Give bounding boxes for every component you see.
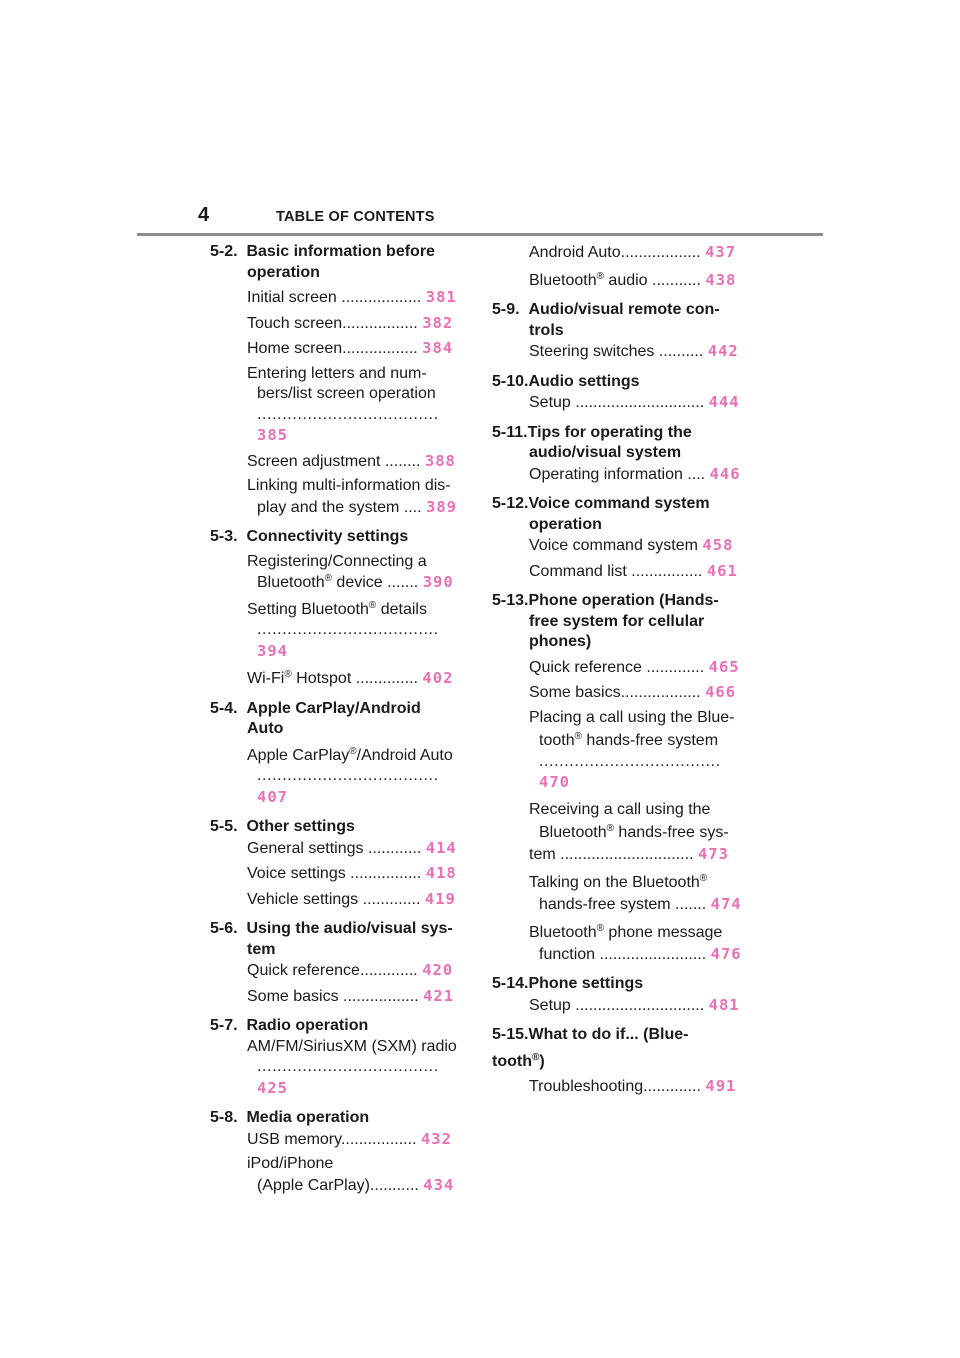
toc-entry[interactable]: Linking multi-information dis-play and t…: [247, 477, 457, 516]
page-link[interactable]: 432: [420, 1129, 452, 1148]
page-title: TABLE OF CONTENTS: [276, 209, 435, 225]
page-link[interactable]: 466: [705, 683, 737, 701]
page-link[interactable]: 390: [422, 573, 454, 591]
toc-section-5-13[interactable]: 5-13.Phone operation (Hands-free system …: [492, 592, 719, 650]
toc-entry[interactable]: Quick reference............. 420: [247, 961, 454, 979]
toc-section-5-10[interactable]: 5-10.Audio settings: [492, 372, 640, 390]
page-link[interactable]: 382: [422, 313, 454, 332]
page-link[interactable]: 470: [539, 773, 570, 791]
page-link[interactable]: 407: [257, 787, 288, 806]
registered-mark: ®: [324, 573, 332, 584]
toc-entry[interactable]: Some basics.................. 466: [529, 683, 737, 701]
toc-entry[interactable]: Setup ............................. 481: [529, 995, 740, 1014]
toc-entry[interactable]: Touch screen................. 382: [247, 313, 454, 332]
toc-entry[interactable]: General settings ............ 414: [247, 838, 457, 857]
page-link[interactable]: 388: [424, 451, 456, 470]
toc-entry[interactable]: Quick reference ............. 465: [529, 657, 740, 676]
page-link[interactable]: 474: [710, 894, 742, 913]
page-link[interactable]: 465: [708, 657, 740, 676]
registered-mark: ®: [596, 270, 604, 282]
page-link[interactable]: 491: [705, 1077, 737, 1095]
toc-entry[interactable]: Setting Bluetooth® details..............…: [247, 599, 439, 660]
toc-entry[interactable]: Screen adjustment ........ 388: [247, 451, 456, 470]
page-link[interactable]: 384: [422, 339, 454, 357]
toc-section-5-14[interactable]: 5-14.Phone settings: [492, 975, 644, 992]
page-number: 4: [198, 204, 210, 226]
registered-mark: ®: [368, 599, 377, 611]
toc-entry[interactable]: Troubleshooting............. 491: [529, 1077, 737, 1095]
toc-entry[interactable]: Voice command system 458: [529, 536, 734, 554]
toc-section-5-8[interactable]: 5-8. Media operation: [210, 1109, 370, 1126]
toc-entry[interactable]: Apple CarPlay®/Android Auto.............…: [247, 745, 453, 806]
toc-column-right: Android Auto.................. 437 Bluet…: [492, 242, 754, 1098]
page-link[interactable]: 481: [708, 995, 740, 1014]
page-link[interactable]: 394: [257, 641, 288, 660]
page-link[interactable]: 434: [423, 1175, 455, 1194]
page-link[interactable]: 461: [706, 561, 738, 580]
registered-mark: ®: [699, 873, 708, 884]
registered-mark: ®: [531, 1051, 540, 1063]
toc-entry[interactable]: iPod/iPhone(Apple CarPlay)........... 43…: [247, 1155, 455, 1194]
registered-mark: ®: [349, 745, 357, 757]
toc-entry[interactable]: Talking on the Bluetooth®hands-free syst…: [529, 873, 742, 913]
page-link[interactable]: 458: [702, 536, 734, 554]
toc-section-5-3[interactable]: 5-3. Connectivity settings: [210, 528, 409, 545]
toc-section-5-15[interactable]: 5-15.What to do if... (Blue-tooth®): [492, 1026, 689, 1070]
page-link[interactable]: 444: [708, 393, 740, 411]
toc-section-5-6[interactable]: 5-6. Using the audio/visual sys-tem: [210, 920, 453, 958]
toc-entry[interactable]: Some basics ................. 421: [247, 986, 455, 1005]
toc-entry[interactable]: Initial screen .................. 381: [247, 288, 457, 306]
header-divider: [137, 233, 823, 236]
page-link[interactable]: 414: [425, 838, 457, 857]
registered-mark: ®: [284, 669, 292, 680]
page-link[interactable]: 419: [424, 889, 456, 908]
page-link[interactable]: 389: [425, 497, 457, 516]
toc-entry[interactable]: Android Auto.................. 437: [529, 243, 737, 261]
page-link[interactable]: 442: [707, 342, 739, 360]
page-link[interactable]: 421: [423, 986, 455, 1005]
page-link[interactable]: 381: [425, 288, 457, 306]
toc-entry[interactable]: Steering switches .......... 442: [529, 342, 739, 360]
toc-entry[interactable]: Command list ................ 461: [529, 561, 738, 580]
toc-entry[interactable]: Setup ............................. 444: [529, 393, 740, 411]
page-link[interactable]: 473: [697, 844, 729, 863]
toc-section-5-7[interactable]: 5-7. Radio operation: [210, 1017, 369, 1034]
registered-mark: ®: [606, 823, 614, 834]
toc-entry[interactable]: Voice settings ................ 418: [247, 864, 457, 882]
registered-mark: ®: [574, 731, 582, 742]
toc-entry[interactable]: Vehicle settings ............. 419: [247, 889, 456, 908]
page-link[interactable]: 446: [709, 464, 741, 483]
toc-section-5-9[interactable]: 5-9. Audio/visual remote con-trols: [492, 301, 720, 339]
page-link[interactable]: 476: [710, 944, 742, 963]
toc-entry[interactable]: USB memory................. 432: [247, 1129, 452, 1148]
page-link[interactable]: 420: [422, 961, 454, 979]
page-link[interactable]: 437: [705, 243, 737, 261]
toc-entry[interactable]: Entering letters and num-bers/list scree…: [247, 364, 439, 445]
registered-mark: ®: [596, 923, 604, 934]
toc-section-5-5[interactable]: 5-5. Other settings: [210, 818, 355, 835]
toc-entry[interactable]: Home screen................. 384: [247, 339, 454, 357]
toc-entry[interactable]: AM/FM/SiriusXM (SXM) radio..............…: [247, 1037, 457, 1097]
toc-entry[interactable]: Bluetooth® audio ........... 438: [529, 270, 737, 289]
page-link[interactable]: 438: [705, 270, 737, 289]
toc-entry[interactable]: Placing a call using the Blue-tooth® han…: [529, 708, 735, 792]
page-link[interactable]: 402: [422, 669, 454, 687]
toc-entry[interactable]: Operating information .... 446: [529, 464, 741, 483]
toc-entry[interactable]: Wi-Fi® Hotspot .............. 402: [247, 669, 454, 687]
page-link[interactable]: 385: [257, 426, 288, 444]
page-link[interactable]: 425: [257, 1078, 288, 1097]
page-link[interactable]: 418: [425, 864, 457, 882]
